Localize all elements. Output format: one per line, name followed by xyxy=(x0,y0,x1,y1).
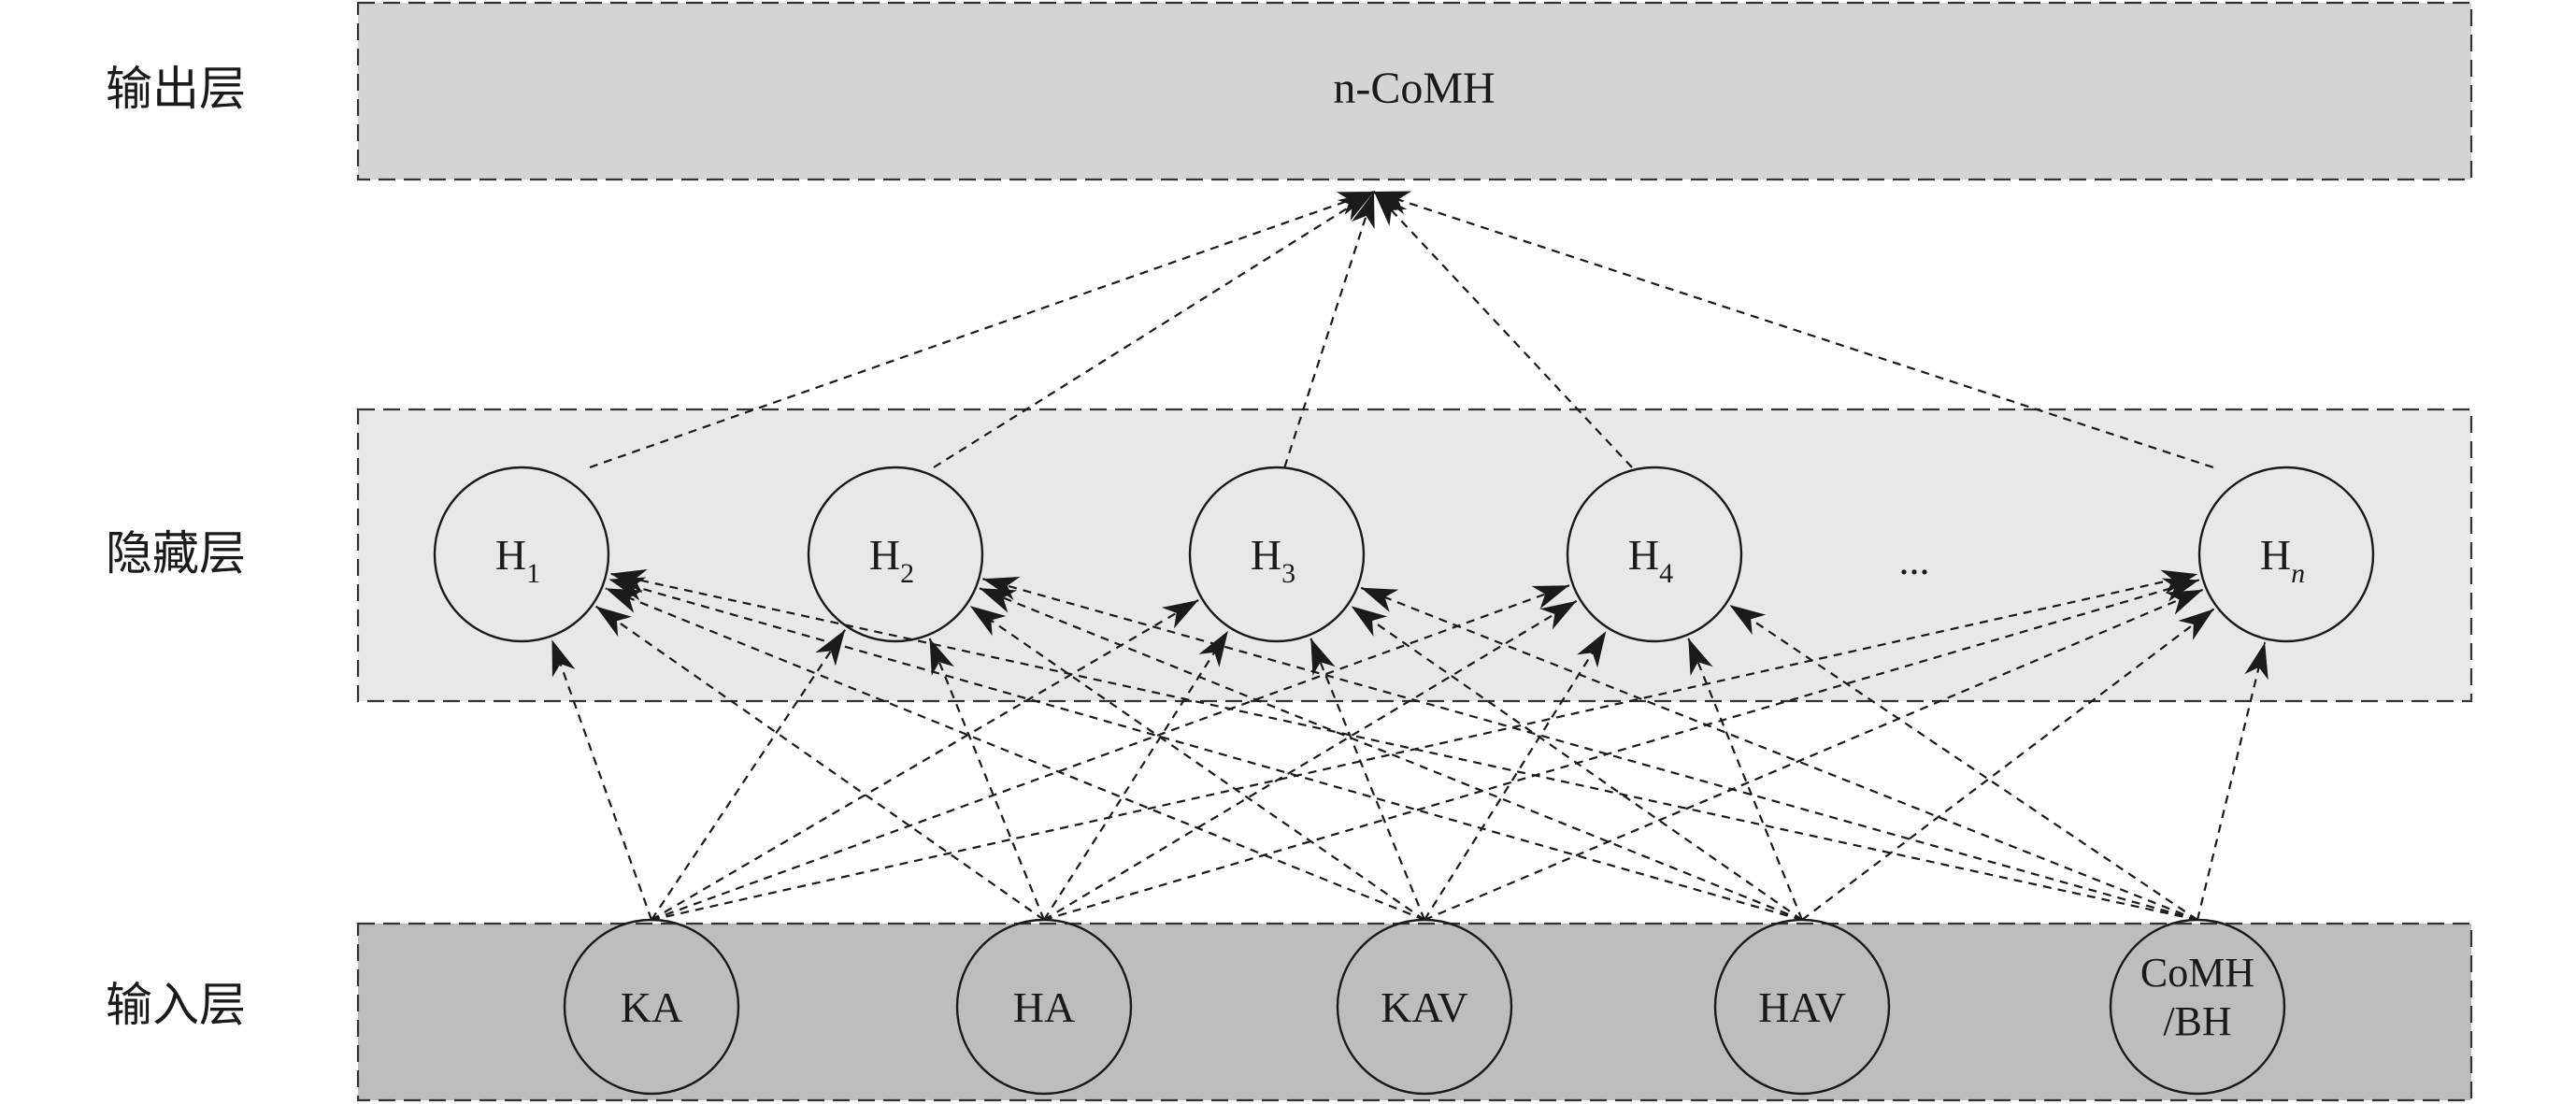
output-node-label: n-CoMH xyxy=(1333,64,1495,113)
arrowhead-input-4-to-hidden-4 xyxy=(1688,638,1713,677)
arrowhead-input-1-to-hidden-3 xyxy=(1161,599,1199,629)
edge-input-4-to-hidden-3 xyxy=(1350,605,1803,921)
edge-hidden-3-to-output xyxy=(1283,191,1376,468)
edge-input-1-to-hidden-1 xyxy=(551,639,653,921)
input-node-5-circle xyxy=(2109,918,2286,1096)
output-layer-label: 输出层 xyxy=(106,62,246,116)
input-layer-label: 输入层 xyxy=(106,978,246,1032)
hidden-node-group: H1 H2 H3 H4 Hn xyxy=(433,466,2375,643)
input-node-2-label: HA xyxy=(1013,983,1075,1031)
arrowhead-hidden-3-to-output xyxy=(1351,192,1375,230)
hidden-node-3-label: H3 xyxy=(1251,531,1295,589)
hidden-layer-band xyxy=(356,408,2473,703)
edge-input-2-to-hidden-5 xyxy=(1043,579,2200,922)
arrowhead-input-5-to-hidden-1 xyxy=(609,569,648,594)
edge-input-1-to-hidden-2 xyxy=(651,629,847,921)
edge-hidden-4-to-output xyxy=(1373,191,1633,468)
edge-input-4-to-hidden-1 xyxy=(608,578,1803,922)
arrowhead-input-5-to-hidden-5 xyxy=(2244,642,2268,681)
edge-input-3-to-hidden-5 xyxy=(1424,588,2204,922)
arrowhead-group xyxy=(551,191,2268,681)
arrowhead-input-3-to-hidden-4 xyxy=(1577,631,1607,668)
hidden-node-1-label: H1 xyxy=(495,531,540,589)
arrowhead-input-1-to-hidden-2 xyxy=(815,629,846,667)
hidden-node-3-circle xyxy=(1188,466,1366,643)
input-node-2-circle xyxy=(955,918,1133,1096)
edge-input-3-to-hidden-2 xyxy=(969,605,1425,921)
hidden-node-2-label: H2 xyxy=(869,531,914,589)
edge-input-5-to-hidden-1 xyxy=(609,572,2198,922)
edge-input-5-to-hidden-5 xyxy=(2196,641,2267,921)
hidden-node-5-circle xyxy=(2197,466,2375,643)
input-node-5-label: CoMH/BH xyxy=(2140,950,2254,1044)
edge-input-1-to-hidden-5 xyxy=(651,573,2198,922)
hidden-node-4-circle xyxy=(1566,466,1743,643)
arrowhead-input-2-to-hidden-5 xyxy=(2161,578,2199,602)
edge-input-1-to-hidden-3 xyxy=(651,598,1199,921)
hidden-layer-label: 隐藏层 xyxy=(106,526,246,581)
edge-input-3-to-hidden-3 xyxy=(1309,638,1426,921)
edge-input-4-to-hidden-2 xyxy=(979,587,1803,922)
edge-input-5-to-hidden-2 xyxy=(982,578,2198,922)
hidden-node-4-label: H4 xyxy=(1628,531,1673,589)
arrowhead-hidden-2-to-output xyxy=(1337,192,1374,222)
edge-input-4-to-hidden-4 xyxy=(1687,638,1804,921)
arrowhead-input-2-to-hidden-4 xyxy=(1539,600,1577,630)
edge-group xyxy=(551,190,2267,922)
input-node-1-circle xyxy=(563,918,740,1096)
edge-input-3-to-hidden-4 xyxy=(1424,630,1608,921)
edge-hidden-1-to-output xyxy=(589,190,1375,469)
arrowhead-input-3-to-hidden-5 xyxy=(2165,589,2203,615)
arrowhead-hidden-5-to-output xyxy=(1374,191,1412,215)
arrowhead-input-2-to-hidden-1 xyxy=(595,606,633,638)
edge-input-4-to-hidden-5 xyxy=(1801,608,2215,921)
input-node-3-circle xyxy=(1336,918,1513,1096)
arrowhead-input-5-to-hidden-4 xyxy=(1729,605,1767,636)
hidden-node-1-circle xyxy=(433,466,610,643)
input-node-4-circle xyxy=(1713,918,1891,1096)
arrowhead-input-1-to-hidden-4 xyxy=(1531,585,1569,609)
arrowhead-input-1-to-hidden-1 xyxy=(551,639,576,678)
arrowhead-input-4-to-hidden-5 xyxy=(2178,609,2214,640)
hidden-ellipsis: ... xyxy=(1899,538,1930,583)
input-node-3-label: KAV xyxy=(1381,983,1468,1031)
edge-input-2-to-hidden-1 xyxy=(594,605,1045,921)
arrowhead-input-2-to-hidden-3 xyxy=(1198,630,1228,667)
edge-input-2-to-hidden-2 xyxy=(928,638,1046,921)
arrowhead-hidden-4-to-output xyxy=(1374,192,1408,226)
arrowhead-input-5-to-hidden-3 xyxy=(1361,587,1399,612)
arrowhead-input-3-to-hidden-3 xyxy=(1310,638,1336,677)
edge-hidden-2-to-output xyxy=(933,191,1375,468)
edge-input-5-to-hidden-3 xyxy=(1360,586,2198,922)
arrowhead-input-5-to-hidden-2 xyxy=(982,576,1021,600)
input-node-4-label: HAV xyxy=(1758,983,1846,1031)
edge-input-1-to-hidden-4 xyxy=(651,584,1570,922)
input-node-1-label: KA xyxy=(621,983,682,1031)
hidden-node-2-circle xyxy=(807,466,984,643)
arrowhead-input-2-to-hidden-2 xyxy=(929,638,954,676)
edge-input-2-to-hidden-3 xyxy=(1043,630,1229,921)
edge-hidden-5-to-output xyxy=(1373,190,2214,469)
edge-input-5-to-hidden-4 xyxy=(1728,604,2198,921)
input-node-group: KA HA KAV HAV CoMH/BH xyxy=(563,918,2286,1096)
hidden-node-5-label: Hn xyxy=(2260,531,2305,589)
arrowhead-input-3-to-hidden-2 xyxy=(969,606,1007,637)
edge-input-3-to-hidden-1 xyxy=(605,587,1425,922)
output-layer-band xyxy=(356,1,2473,181)
arrowhead-input-4-to-hidden-3 xyxy=(1351,606,1388,637)
